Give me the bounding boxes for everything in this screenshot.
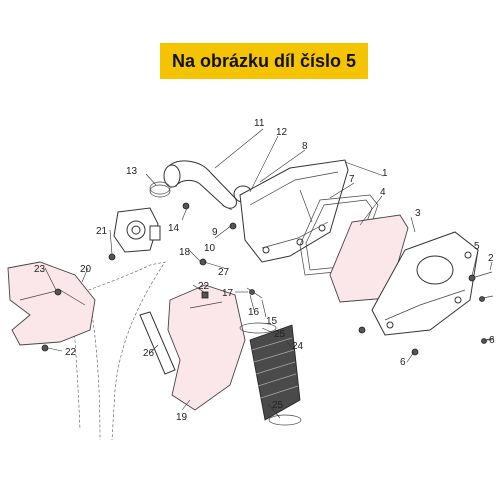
page-title-text: Na obrázku díl číslo 5 [171,50,357,71]
callout-17: 17 [222,288,234,299]
callout-4: 4 [380,187,386,198]
corrugated-hose-part [249,324,301,421]
callout-10: 10 [204,243,216,254]
callout-22b: 22 [198,281,210,292]
callout-21: 21 [96,226,108,237]
callout-12: 12 [276,127,288,138]
callout-25a: 25 [274,329,286,340]
callout-labels: 11 12 8 1 7 4 3 5 2 6 6 13 14 9 18 10 27… [34,118,495,423]
clamp-part [149,181,171,198]
intake-duct-part [163,160,253,209]
callout-23: 23 [34,264,46,275]
gasket-part [299,194,379,276]
callout-19: 19 [176,412,188,423]
callout-5: 5 [474,241,480,252]
leader-lines [44,128,493,419]
airbox-housing-part [239,159,349,263]
airbox-cover-part [371,231,479,336]
throttle-body-part [113,207,161,253]
callout-14: 14 [168,223,180,234]
callout-22a: 22 [65,347,77,358]
small-hose-part [139,311,176,375]
callout-13: 13 [126,166,138,177]
callout-3: 3 [415,208,421,219]
callout-18: 18 [179,247,191,258]
callout-11: 11 [254,118,265,129]
callout-16: 16 [248,307,260,318]
small-fasteners [41,202,263,352]
lower-duct-part [7,261,96,346]
callout-24: 24 [292,341,304,352]
callout-7: 7 [349,174,355,185]
page-title: Na obrázku díl číslo 5 [160,43,368,79]
callout-20: 20 [80,264,92,275]
screws [358,271,495,356]
bottom-duct-part [167,284,246,411]
callout-15: 15 [266,316,278,327]
callout-6a: 6 [400,357,406,368]
callout-26: 26 [143,348,155,359]
hose-clamp-parts [239,322,302,426]
callout-2: 2 [488,253,494,264]
callout-25b: 25 [272,400,284,411]
callout-8: 8 [302,141,308,152]
callout-1: 1 [382,168,388,179]
callout-9: 9 [212,227,218,238]
callout-6b: 6 [489,335,495,346]
callout-27: 27 [218,267,230,278]
